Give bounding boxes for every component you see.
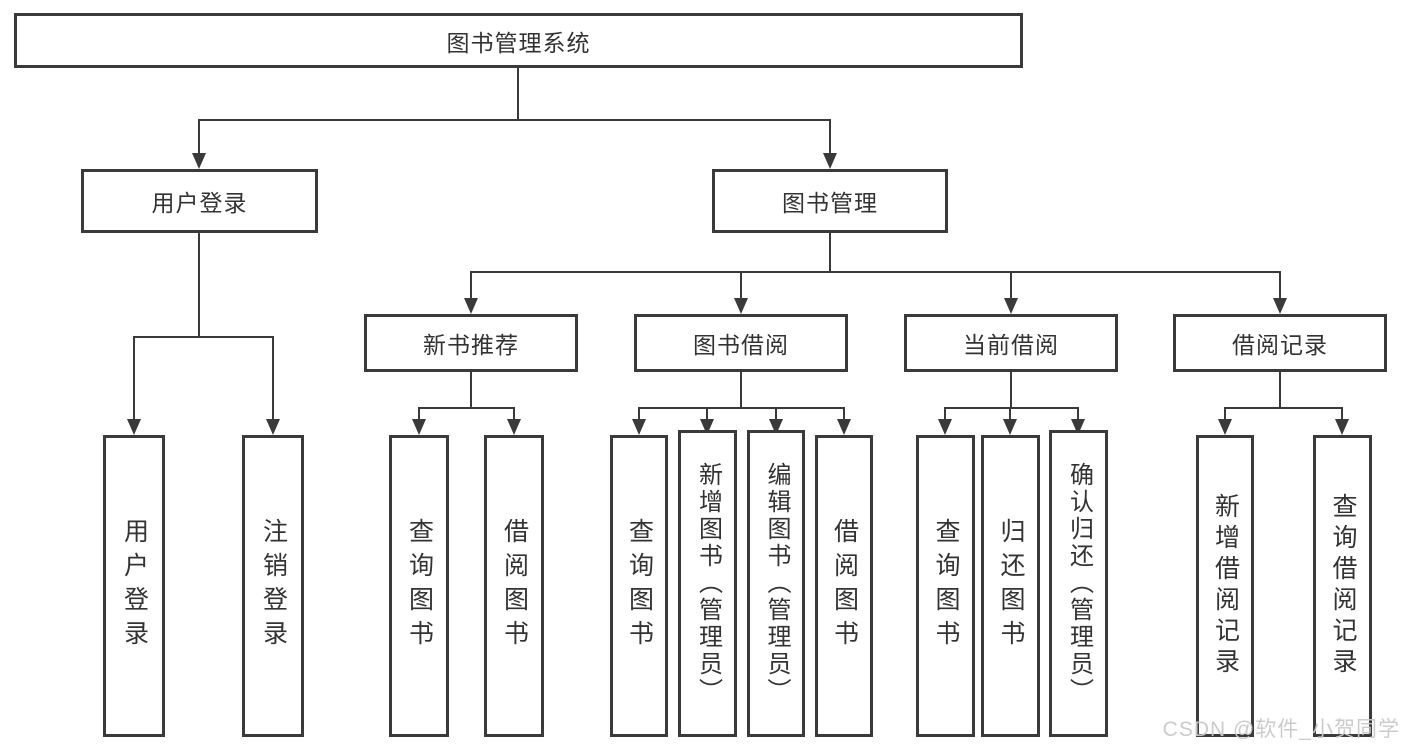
arrow-to-user-login <box>192 119 206 169</box>
connector-book-management-hbar <box>470 271 1281 273</box>
leaf-logout: 注销登录 <box>242 435 304 737</box>
node-label: 图书管理系统 <box>446 29 591 56</box>
node-user-login: 用户登录 <box>81 169 318 233</box>
node-new-book-recommend: 新书推荐 <box>364 314 578 372</box>
leaf-borrow-books-1: 借阅图书 <box>484 435 544 737</box>
arrow-to-leaf-add-borrow-record <box>1218 407 1232 435</box>
arrow-to-leaf-logout <box>266 336 280 435</box>
leaf-label: 查询图书 <box>932 518 960 654</box>
arrow-to-leaf-query-books-3 <box>938 407 952 435</box>
leaf-label: 新增图书（管理员） <box>694 462 722 705</box>
leaf-label: 借阅图书 <box>830 518 859 654</box>
leaf-label: 查询图书 <box>625 518 654 654</box>
node-book-management: 图书管理 <box>712 169 948 233</box>
connector-book-borrowing-stem <box>740 372 742 409</box>
connector-user-login-stem <box>198 233 200 338</box>
arrow-to-leaf-query-borrow-record <box>1335 407 1349 435</box>
leaf-label: 借阅图书 <box>500 518 529 654</box>
connector-new-book-stem <box>470 372 472 409</box>
connector-root-stem <box>517 68 519 121</box>
arrow-to-current-borrowing <box>1004 271 1018 314</box>
leaf-borrow-books-2: 借阅图书 <box>815 435 873 737</box>
connector-book-management-stem <box>829 233 831 273</box>
leaf-label: 归还图书 <box>997 518 1025 654</box>
node-label: 图书借阅 <box>693 332 789 358</box>
node-label: 图书管理 <box>782 190 878 216</box>
leaf-edit-book-admin: 编辑图书（管理员） <box>747 430 805 737</box>
node-borrowing-records: 借阅记录 <box>1173 314 1387 372</box>
leaf-label: 确认归还（管理员） <box>1065 462 1093 705</box>
node-book-borrowing: 图书借阅 <box>634 314 848 372</box>
arrow-to-leaf-return-books <box>1003 407 1017 435</box>
arrow-to-leaf-borrow-books-2 <box>837 407 851 435</box>
arrow-to-leaf-query-books-2 <box>632 407 646 435</box>
leaf-query-books-3: 查询图书 <box>916 435 975 737</box>
leaf-user-login: 用户登录 <box>103 435 165 737</box>
leaf-confirm-return-admin: 确认归还（管理员） <box>1049 430 1108 737</box>
node-label: 用户登录 <box>151 190 248 216</box>
connector-new-book-hbar <box>418 407 515 409</box>
leaf-label: 新增借阅记录 <box>1211 493 1240 679</box>
node-label: 新书推荐 <box>423 332 519 358</box>
connector-borrowing-records-stem <box>1279 372 1281 409</box>
connector-borrowing-records-hbar <box>1224 407 1343 409</box>
leaf-label: 注销登录 <box>259 518 288 654</box>
leaf-return-books: 归还图书 <box>981 435 1040 737</box>
leaf-add-borrow-record: 新增借阅记录 <box>1196 435 1254 737</box>
arrow-to-borrowing-records <box>1273 271 1287 314</box>
arrow-to-leaf-borrow-books-1 <box>507 407 521 435</box>
arrow-to-new-book-recommend <box>464 271 478 314</box>
watermark-csdn: CSDN @软件_小贺同学 <box>1162 718 1400 741</box>
arrow-to-book-management <box>823 119 837 169</box>
node-label: 当前借阅 <box>963 332 1059 358</box>
node-current-borrowing: 当前借阅 <box>904 314 1118 372</box>
connector-root-hbar <box>198 119 831 121</box>
connector-current-borrowing-stem <box>1010 372 1012 409</box>
arrow-to-leaf-query-books-1 <box>412 407 426 435</box>
node-library-management-system: 图书管理系统 <box>14 13 1023 68</box>
connector-book-borrowing-hbar <box>638 407 845 409</box>
leaf-label: 查询借阅记录 <box>1329 493 1357 679</box>
leaf-query-books-2: 查询图书 <box>610 435 668 737</box>
leaf-query-borrow-record: 查询借阅记录 <box>1313 435 1372 737</box>
node-label: 借阅记录 <box>1232 332 1328 358</box>
arrow-to-leaf-user-login <box>127 336 141 435</box>
connector-user-login-hbar <box>133 336 274 338</box>
leaf-query-books-1: 查询图书 <box>389 435 449 737</box>
leaf-label: 编辑图书（管理员） <box>763 462 790 705</box>
leaf-add-book-admin: 新增图书（管理员） <box>678 430 737 737</box>
connector-current-borrowing-hbar <box>944 407 1079 409</box>
leaf-label: 查询图书 <box>405 518 434 654</box>
arrow-to-book-borrowing <box>734 271 748 314</box>
leaf-label: 用户登录 <box>120 518 149 654</box>
